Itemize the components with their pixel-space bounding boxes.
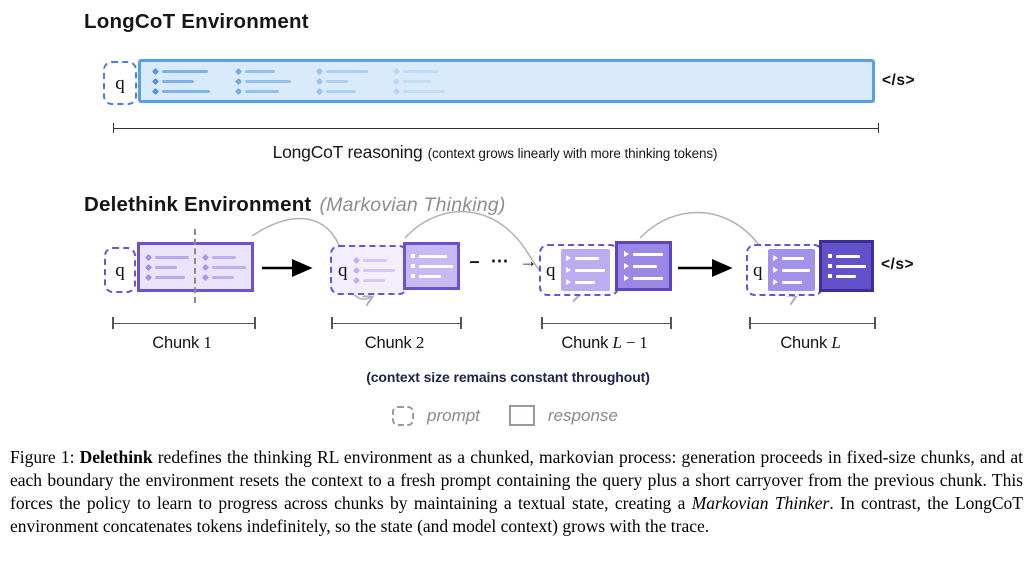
chunk-label-text: Chunk xyxy=(364,334,412,352)
legend-prompt-swatch xyxy=(392,405,414,426)
chunk1-label: Chunk 1 xyxy=(112,333,252,353)
longcot-context-bar xyxy=(138,59,875,103)
caption-delethink-bold: Delethink xyxy=(79,447,153,467)
token-lines-group xyxy=(315,67,368,95)
legend-prompt-label: prompt xyxy=(427,405,480,425)
query-label: q xyxy=(338,259,348,281)
chunkL-prompt-box: q xyxy=(746,244,823,296)
legend: prompt response xyxy=(392,405,618,426)
constant-context-note: (context size remains constant throughou… xyxy=(366,369,650,385)
longcot-reasoning-label: LongCoT reasoning xyxy=(272,142,423,162)
token-lines-group xyxy=(201,253,246,281)
delethink-title: Delethink Environment (Markovian Thinking… xyxy=(84,193,506,217)
query-label: q xyxy=(753,259,763,281)
ellipsis-connector: – ⋯ → xyxy=(469,251,541,271)
chunk2-label: Chunk 2 xyxy=(331,333,458,353)
longcot-reasoning-note: (context grows linearly with more thinki… xyxy=(427,146,718,161)
longcot-title: LongCoT Environment xyxy=(84,10,309,33)
chunk1-prompt-box: q xyxy=(104,247,136,293)
chunk-label-text: Chunk xyxy=(561,334,609,352)
carryover-lines xyxy=(352,256,395,284)
legend-response-label: response xyxy=(547,405,618,425)
chunkL1-prompt-box: q xyxy=(539,244,619,296)
chunkL-bracket xyxy=(749,317,876,329)
delethink-eos-label: </s> xyxy=(881,256,915,273)
chunk-label-var-rest: 1 xyxy=(203,333,212,352)
caption-body-2: . In contrast, the LongCoT environment c… xyxy=(10,493,1023,536)
chunkL1-label: Chunk L − 1 xyxy=(541,333,668,353)
token-lines-group xyxy=(234,67,291,95)
carryover-block xyxy=(560,249,610,291)
chunk-label-var-rest: − 1 xyxy=(621,333,648,352)
delethink-title-text: Delethink Environment xyxy=(84,193,312,216)
caption-markovian-thinker-italic: Markovian Thinker xyxy=(691,493,830,513)
caption-body-1: redefines the thinking RL environment as… xyxy=(10,447,1023,513)
chunkL-response-box xyxy=(819,240,874,292)
token-lines-group xyxy=(144,253,189,281)
chunkL-label: Chunk L xyxy=(749,333,872,353)
delethink-subtitle: (Markovian Thinking) xyxy=(319,194,506,216)
chunk1-bracket xyxy=(112,317,256,329)
chunkL1-response-box xyxy=(615,241,672,291)
query-label: q xyxy=(115,259,125,281)
chunk-label-text: Chunk xyxy=(780,334,828,352)
chunk2-prompt-box: q xyxy=(330,245,408,295)
figure-caption: Figure 1: Delethink redefines the thinki… xyxy=(10,446,1023,538)
longcot-span-bracket xyxy=(113,123,879,133)
query-label: q xyxy=(115,72,125,94)
chunk-label-text: Chunk xyxy=(152,334,199,352)
carryover-block xyxy=(767,249,815,291)
chunk-label-var-rest: 2 xyxy=(415,333,425,352)
chunk-label-var: L xyxy=(612,333,622,352)
token-lines-group xyxy=(151,67,210,95)
chunk-label-var: L xyxy=(831,333,841,352)
chunkL1-bracket xyxy=(541,317,672,329)
longcot-prompt-box: q xyxy=(103,61,137,105)
query-label: q xyxy=(546,259,556,281)
chunk2-bracket xyxy=(331,317,462,329)
token-lines-group xyxy=(392,67,445,95)
longcot-eos-label: </s> xyxy=(882,72,916,89)
legend-response-swatch xyxy=(508,405,535,426)
chunk1-boundary-dashed-line xyxy=(194,229,196,303)
chunk2-response-box xyxy=(403,242,460,290)
longcot-span-caption: LongCoT reasoning (context grows linearly… xyxy=(113,142,877,163)
caption-figure-number: Figure 1: xyxy=(10,447,80,467)
